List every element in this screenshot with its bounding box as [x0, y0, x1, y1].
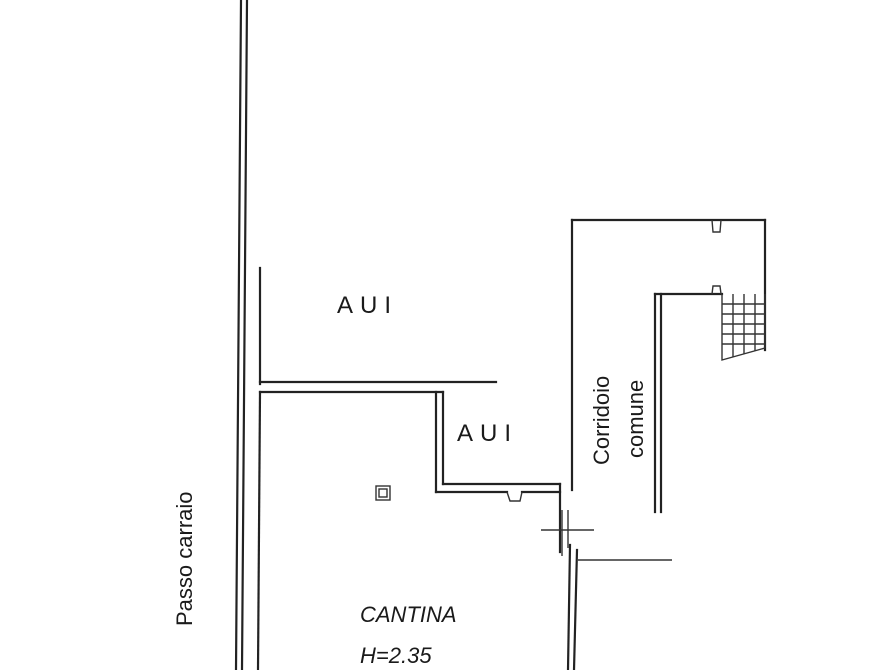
comune-label: comune [623, 380, 648, 458]
stair-icon [721, 294, 766, 361]
left-boundary-wall [234, 0, 249, 670]
cantina-walls [256, 390, 672, 670]
height-label: H=2.35 [360, 643, 432, 668]
corridoio-label: Corridoio [589, 376, 614, 465]
aui-lower-label: AUI [457, 420, 518, 447]
cantina-label: CANTINA [360, 602, 457, 627]
corridor-walls [570, 218, 767, 514]
passo-carraio-label: Passo carraio [172, 491, 197, 626]
upper-aui-walls [258, 266, 498, 386]
aui-upper-label: AUI [337, 292, 398, 319]
drain-icon [375, 485, 391, 501]
